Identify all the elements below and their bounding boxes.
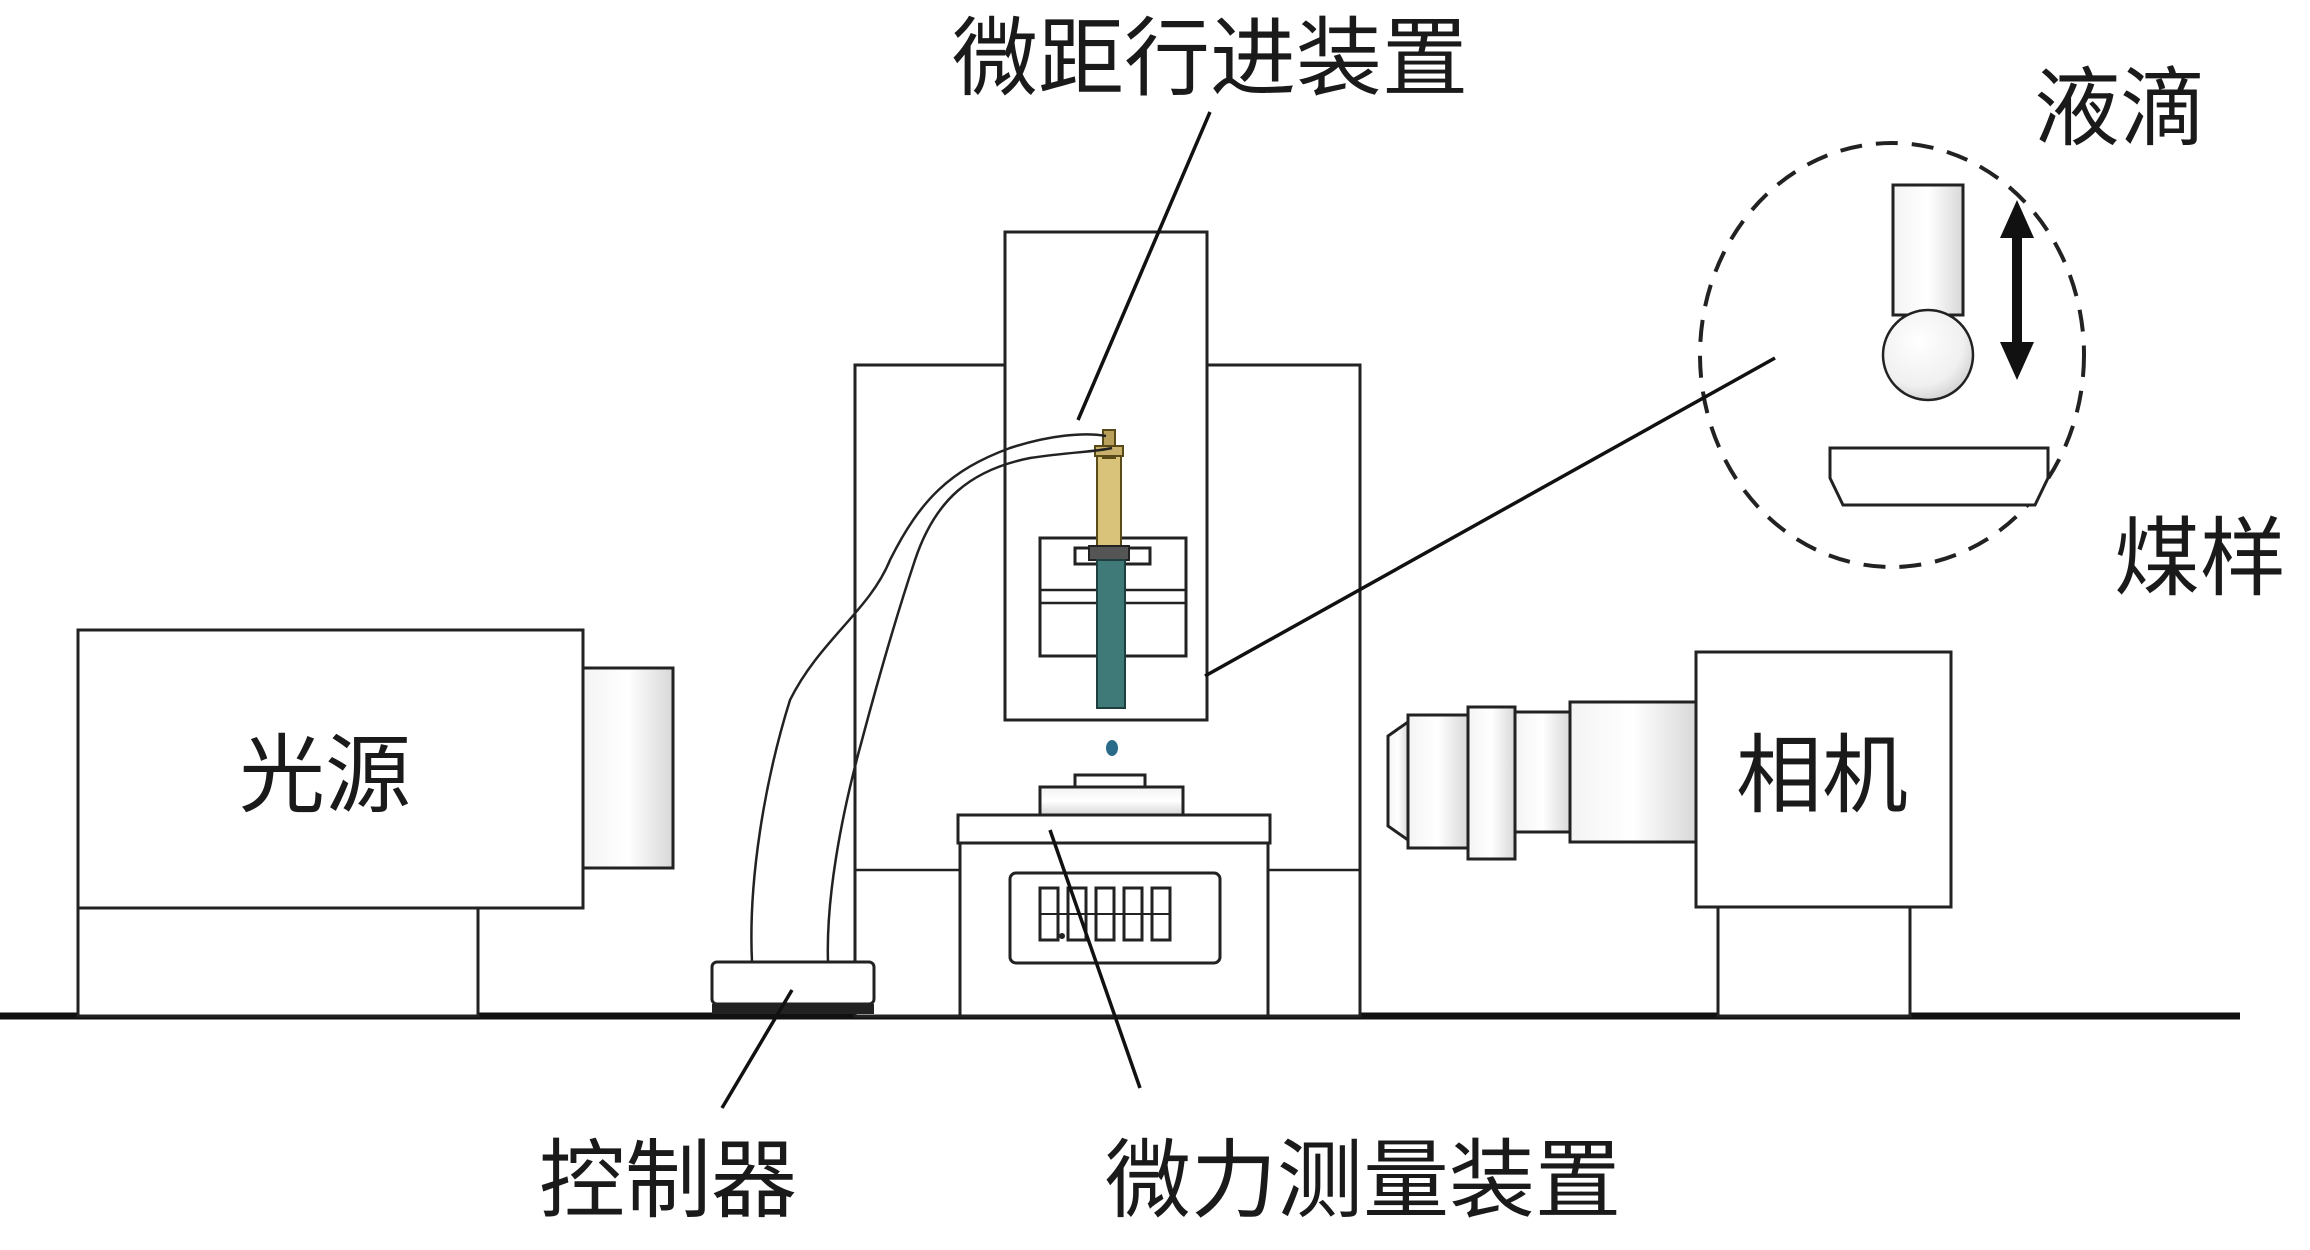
controller-device bbox=[710, 960, 876, 1014]
coal-sample-shape bbox=[1828, 446, 2050, 507]
camera-label: 相机 bbox=[1736, 726, 1908, 826]
light-source: 光源 bbox=[76, 628, 675, 1018]
micro-force-device bbox=[956, 773, 1272, 1018]
needle-rod bbox=[1096, 559, 1126, 709]
balance-display bbox=[1038, 886, 1172, 942]
vertical-double-arrow-icon bbox=[2000, 200, 2034, 380]
controller-label: 控制器 bbox=[539, 1131, 797, 1231]
light-source-label: 光源 bbox=[239, 726, 411, 826]
falling-droplet bbox=[1106, 740, 1118, 756]
droplet-shape bbox=[1881, 308, 1975, 402]
zoom-inset bbox=[1698, 141, 2086, 569]
coal-sample-label: 煤样 bbox=[2114, 509, 2286, 609]
controller-cable-2 bbox=[826, 446, 1113, 963]
camera: 相机 bbox=[1386, 650, 1953, 1018]
micro-advance-label: 微距行进装置 bbox=[952, 9, 1468, 109]
micro-advance-device bbox=[1003, 230, 1209, 722]
micro-advance-leader bbox=[1076, 111, 1212, 421]
controller-leader bbox=[720, 989, 794, 1109]
droplet-label: 液滴 bbox=[2034, 59, 2206, 159]
controller-cable-1 bbox=[750, 433, 1107, 963]
syringe-body bbox=[1096, 455, 1122, 547]
micro-force-leader bbox=[1048, 829, 1142, 1089]
micro-force-label: 微力测量装置 bbox=[1105, 1131, 1621, 1231]
inset-leader bbox=[1204, 356, 1776, 678]
